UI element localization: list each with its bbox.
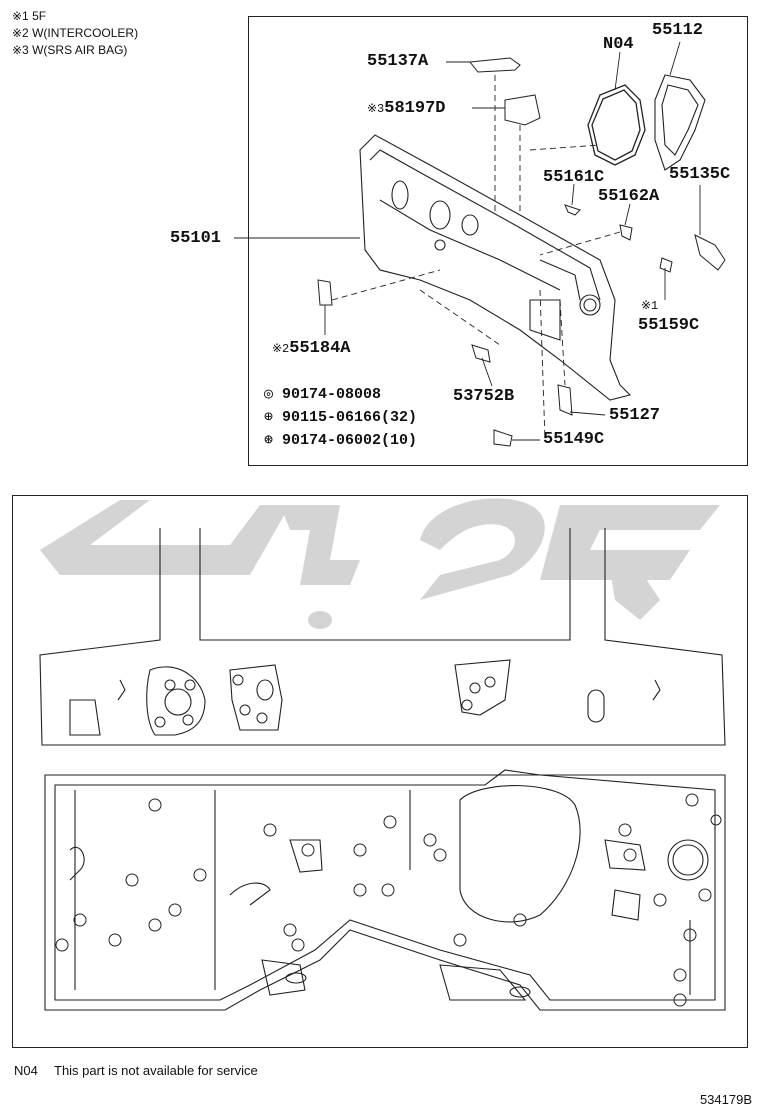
fastener-qty-2: (32): [381, 409, 418, 426]
upper-cowl-panel: [39, 528, 726, 746]
seal-n04-shape: [587, 84, 646, 166]
callout-55184A: ※255184A: [272, 339, 350, 358]
callout-55159C-mark: ※1: [641, 299, 659, 313]
bolt-markers: [55, 674, 722, 1007]
part-55112-shape: [654, 74, 706, 171]
callout-55184A-label: 55184A: [289, 339, 351, 358]
crossed-circle-icon: ⊕: [264, 409, 274, 426]
panel-detail-frame: [12, 495, 748, 1048]
callout-58197D-mark: ※3: [367, 102, 385, 116]
watermark-logo: [40, 498, 720, 629]
exploded-view-frame: [248, 16, 748, 466]
note-1: ※1 5F: [12, 9, 47, 23]
callout-55135C: 55135C: [669, 165, 731, 184]
fastener-row-3: ⊛ 90174-06002(10): [264, 430, 417, 449]
callout-55149C: 55149C: [543, 430, 605, 449]
double-circle-icon: ◎: [264, 386, 274, 403]
illustration-reference: 534179B: [699, 1092, 752, 1107]
dashed-guides: [331, 75, 621, 441]
triangle-circle-icon: ⊛: [264, 432, 274, 449]
callout-n04: N04: [603, 35, 634, 54]
note-3: ※3 W(SRS AIR BAG): [12, 43, 128, 57]
fastener-row-2: ⊕ 90115-06166(32): [264, 407, 417, 426]
lower-dash-panel: [44, 769, 726, 1011]
callout-53752B: 53752B: [453, 387, 515, 406]
dash-panel-assembly: [359, 134, 632, 401]
small-parts: [317, 57, 726, 447]
fastener-part-3: 90174-06002: [282, 432, 382, 449]
notes-legend: ※1 5F ※2 W(INTERCOOLER) ※3 W(SRS AIR BAG…: [12, 8, 138, 59]
fastener-part-1: 90174-08008: [282, 386, 382, 403]
callout-55159C: 55159C: [638, 316, 700, 335]
callout-58197D: ※358197D: [367, 99, 445, 118]
callout-55184A-mark: ※2: [272, 342, 290, 356]
footnote: N04 This part is not available for servic…: [14, 1063, 258, 1078]
fastener-row-1: ◎ 90174-08008: [264, 384, 381, 403]
footnote-code: N04: [14, 1063, 38, 1078]
note-2: ※2 W(INTERCOOLER): [12, 26, 139, 40]
callout-55112: 55112: [652, 21, 704, 40]
fastener-part-2: 90115-06166: [282, 409, 382, 426]
fastener-qty-3: (10): [381, 432, 418, 449]
callout-55162A: 55162A: [598, 187, 660, 206]
callout-55127: 55127: [609, 406, 661, 425]
leader-lines: [234, 41, 701, 441]
footnote-text: This part is not available for service: [54, 1063, 258, 1078]
callout-58197D-label: 58197D: [384, 99, 446, 118]
callout-55101: 55101: [170, 229, 222, 248]
callout-55137A: 55137A: [367, 52, 429, 71]
callout-55161C: 55161C: [543, 168, 605, 187]
